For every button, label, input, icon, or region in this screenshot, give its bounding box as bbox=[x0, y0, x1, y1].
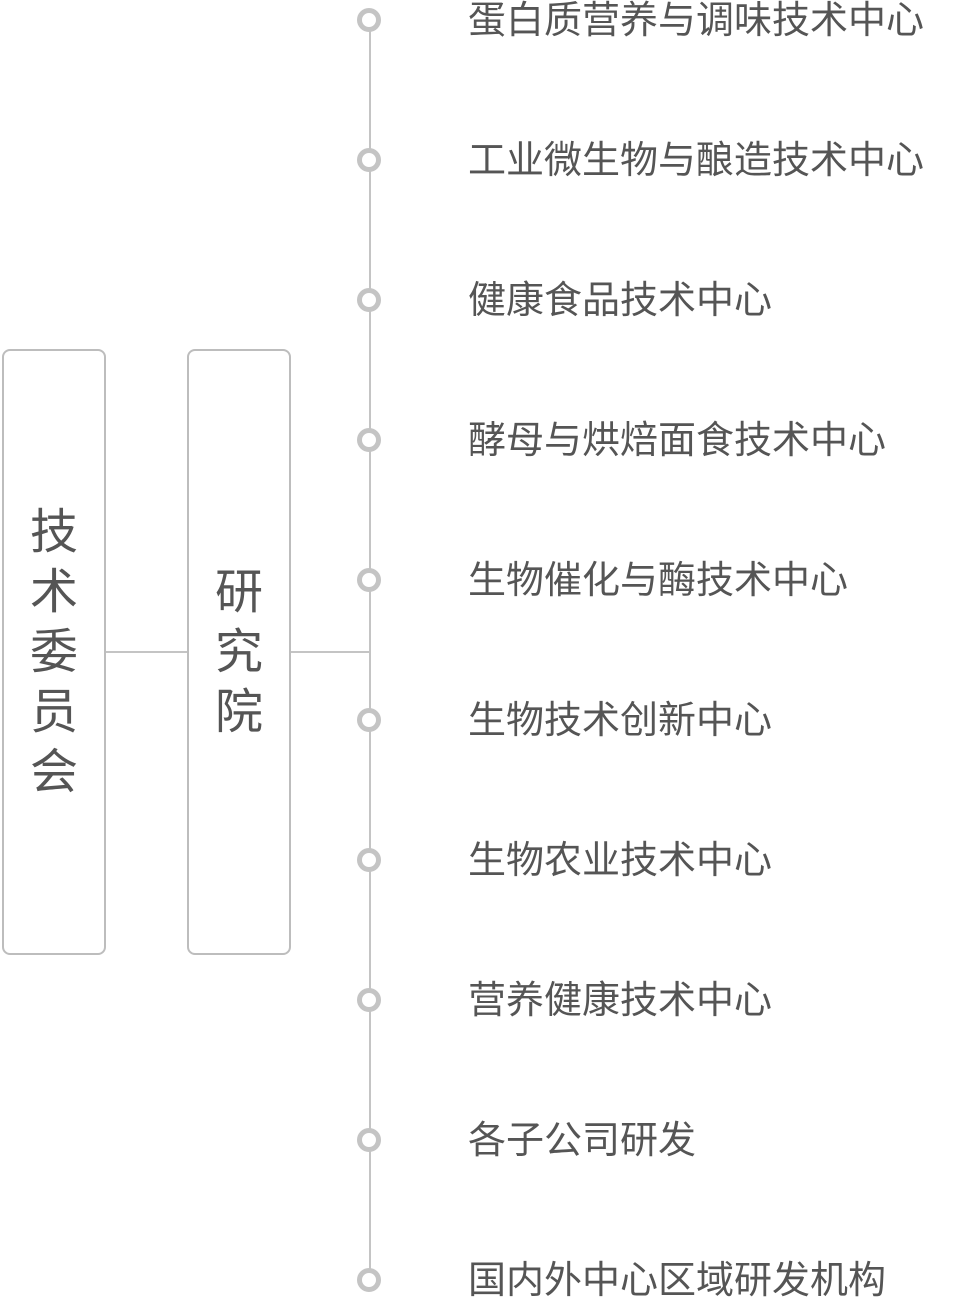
timeline-spine bbox=[369, 20, 371, 1280]
node-dot bbox=[357, 148, 381, 172]
connector-committee-institute bbox=[106, 651, 187, 653]
node-dot bbox=[357, 568, 381, 592]
center-label: 酵母与烘焙面食技术中心 bbox=[468, 418, 887, 462]
connector-institute-spine bbox=[291, 651, 370, 653]
center-label: 生物技术创新中心 bbox=[468, 698, 773, 742]
center-label: 国内外中心区域研发机构 bbox=[468, 1258, 887, 1302]
node-dot bbox=[357, 988, 381, 1012]
node-dot bbox=[357, 1268, 381, 1292]
committee-char: 术 bbox=[29, 564, 78, 620]
center-label: 生物催化与酶技术中心 bbox=[468, 558, 849, 602]
committee-box: 技 术 委 员 会 bbox=[2, 349, 106, 955]
center-label: 蛋白质营养与调味技术中心 bbox=[468, 0, 925, 42]
node-dot bbox=[357, 848, 381, 872]
committee-char: 技 bbox=[29, 504, 78, 560]
center-label: 健康食品技术中心 bbox=[468, 278, 773, 322]
node-dot bbox=[357, 8, 381, 32]
committee-char: 会 bbox=[29, 744, 78, 800]
node-dot bbox=[357, 428, 381, 452]
node-dot bbox=[357, 708, 381, 732]
institute-box: 研 究 院 bbox=[187, 349, 291, 955]
node-dot bbox=[357, 1128, 381, 1152]
committee-char: 员 bbox=[29, 684, 78, 740]
institute-label: 研 究 院 bbox=[215, 562, 263, 742]
node-dot bbox=[357, 288, 381, 312]
committee-char: 委 bbox=[29, 624, 78, 680]
institute-char: 研 bbox=[214, 564, 263, 620]
committee-label: 技 术 委 员 会 bbox=[30, 502, 78, 802]
center-label: 各子公司研发 bbox=[468, 1118, 697, 1162]
center-label: 工业微生物与酿造技术中心 bbox=[468, 138, 925, 182]
center-label: 生物农业技术中心 bbox=[468, 838, 773, 882]
institute-char: 究 bbox=[214, 624, 263, 680]
institute-char: 院 bbox=[214, 684, 263, 740]
center-label: 营养健康技术中心 bbox=[468, 978, 773, 1022]
